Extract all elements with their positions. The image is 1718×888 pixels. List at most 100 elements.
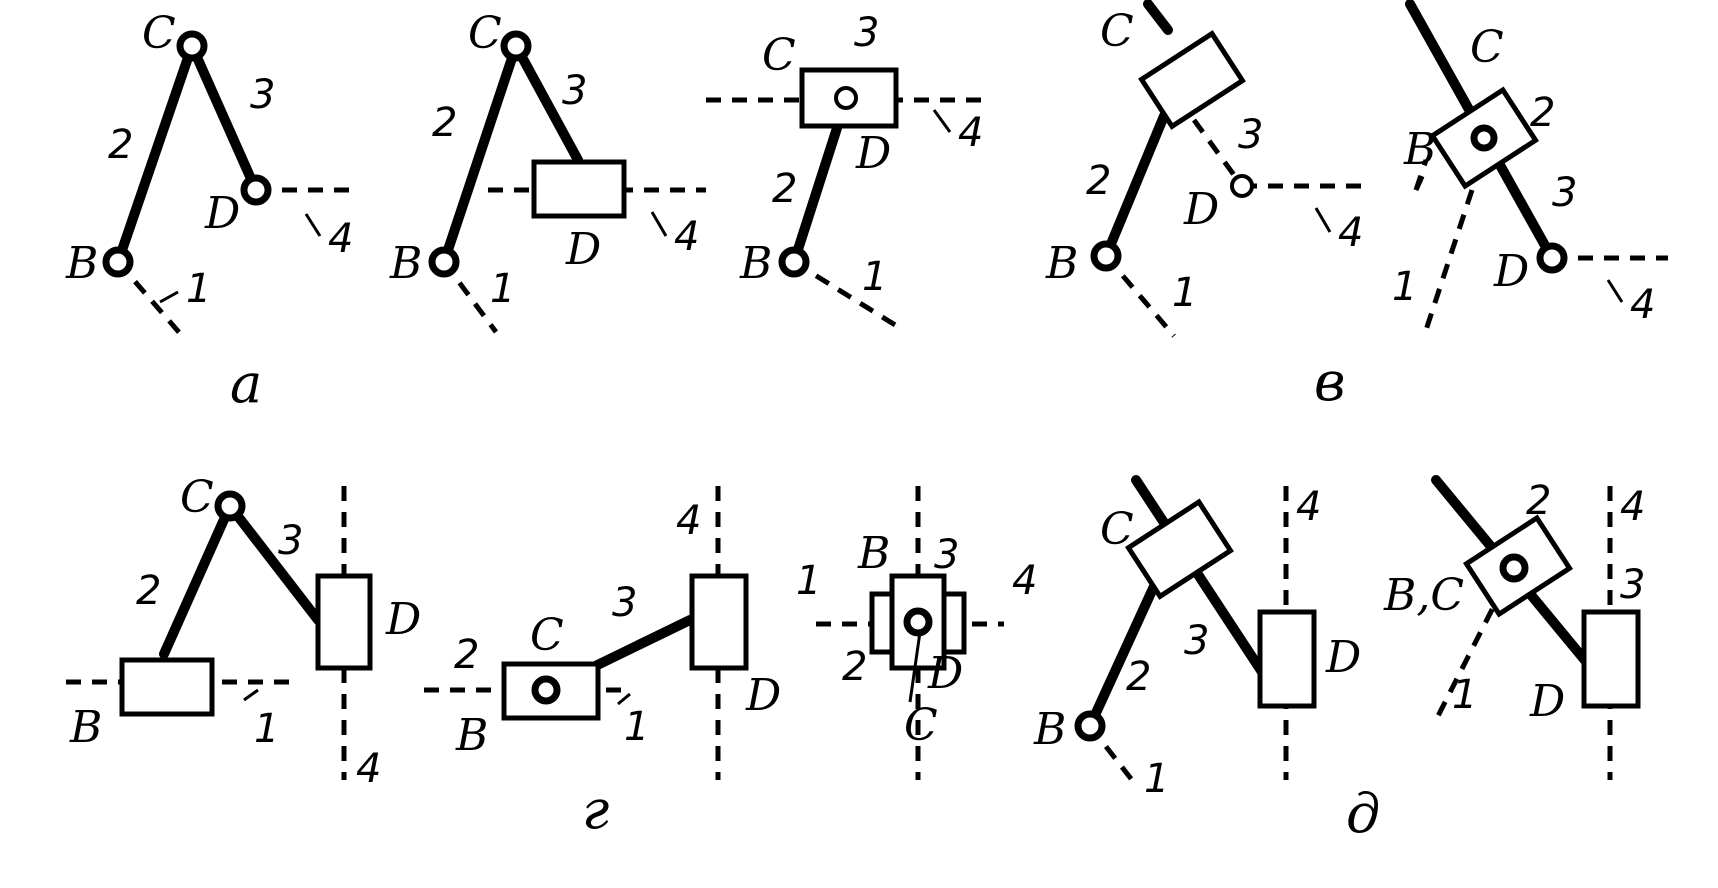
label-2: 2 <box>1526 478 1551 524</box>
panel-g-3: B D C 3 4 1 2 <box>796 486 1037 780</box>
link-2 <box>439 41 521 267</box>
joint-b <box>778 246 810 278</box>
joint-bc <box>1499 553 1529 583</box>
joint-c <box>176 30 208 62</box>
leader-c <box>908 631 922 703</box>
link-2 <box>113 41 197 267</box>
joint-c <box>903 607 933 637</box>
label-4: 4 <box>1338 210 1363 256</box>
label-b: B <box>1033 704 1066 755</box>
label-b: B <box>739 238 772 289</box>
label-d: D <box>927 648 963 699</box>
panel-g-1: C B D 2 3 1 4 <box>66 472 421 792</box>
label-2: 2 <box>1086 158 1111 204</box>
label-d: D <box>1529 676 1565 727</box>
label-b: B <box>455 710 488 761</box>
label-3: 3 <box>612 580 637 626</box>
label-c: C <box>1100 6 1134 57</box>
label-bc: B,C <box>1383 570 1464 621</box>
label-1: 1 <box>1392 264 1417 310</box>
panel-v-right: C B D 2 3 1 4 <box>1392 0 1668 331</box>
slider-c-group <box>1138 30 1246 130</box>
label-4: 4 <box>1620 484 1645 530</box>
leader-4 <box>304 213 322 237</box>
joint-b <box>1090 240 1122 272</box>
leader-4 <box>650 211 668 237</box>
label-c: C <box>1470 22 1504 73</box>
label-4: 4 <box>958 110 983 156</box>
label-1: 1 <box>1172 270 1197 316</box>
slider-3 <box>799 67 899 129</box>
link-3-top <box>1143 0 1173 35</box>
panel-d-left: C B D 2 3 4 1 <box>1033 475 1361 802</box>
label-3: 3 <box>854 10 879 56</box>
label-c: C <box>904 700 938 751</box>
joint-b <box>1470 124 1498 152</box>
label-1: 1 <box>1452 672 1477 718</box>
label-3: 3 <box>1620 562 1645 608</box>
joint-d <box>1536 242 1568 274</box>
leader-1 <box>243 688 259 702</box>
slider-c <box>1124 498 1234 600</box>
label-b: B <box>65 238 98 289</box>
label-1: 1 <box>1144 756 1169 802</box>
label-4: 4 <box>1630 282 1655 328</box>
joint-c <box>531 675 561 705</box>
label-c: C <box>180 472 214 523</box>
label-c: C <box>142 8 176 59</box>
label-1: 1 <box>186 266 211 312</box>
label-d: D <box>745 670 781 721</box>
label-2: 2 <box>136 568 161 614</box>
joint-b <box>428 246 460 278</box>
label-3: 3 <box>250 72 275 118</box>
label-2: 2 <box>772 166 797 212</box>
label-c: C <box>762 30 796 81</box>
label-4: 4 <box>328 216 353 262</box>
label-1: 1 <box>862 254 887 300</box>
label-4: 4 <box>1012 558 1037 604</box>
frame-link-1-dashed <box>1104 254 1176 338</box>
link-3 <box>225 501 323 625</box>
label-2: 2 <box>108 122 133 168</box>
slider-d <box>1581 609 1641 709</box>
label-d: D <box>565 224 601 275</box>
label-1: 1 <box>796 558 821 604</box>
label-4: 4 <box>1296 484 1321 530</box>
label-c: C <box>1100 504 1134 555</box>
label-2: 2 <box>842 644 867 690</box>
caption-v: в <box>1314 350 1345 413</box>
joint-c <box>500 30 532 62</box>
joint-d <box>240 174 272 206</box>
slider-c <box>1138 30 1246 130</box>
joint-b <box>102 246 134 278</box>
leader-1 <box>617 692 631 706</box>
caption-d: д <box>1346 782 1380 845</box>
slider-d <box>315 573 373 671</box>
panel-b-left: C B D 2 3 1 4 <box>389 8 706 334</box>
label-3: 3 <box>562 68 587 114</box>
label-1: 1 <box>254 706 279 752</box>
link-3 <box>511 41 583 165</box>
label-b: B <box>69 702 102 753</box>
label-1: 1 <box>624 704 649 750</box>
label-3: 3 <box>934 532 959 578</box>
leader-4 <box>1606 279 1624 303</box>
slider-c-group <box>1124 498 1234 600</box>
label-d: D <box>385 594 421 645</box>
panel-b-right: C B D 3 2 4 1 <box>706 10 990 331</box>
label-2: 2 <box>1126 654 1151 700</box>
label-2: 2 <box>1530 90 1555 136</box>
label-c: C <box>530 610 564 661</box>
label-2: 2 <box>454 632 479 678</box>
label-1: 1 <box>490 266 515 312</box>
label-d: D <box>204 188 240 239</box>
label-3: 3 <box>1552 170 1577 216</box>
frame-link-1-dashed <box>1423 189 1475 331</box>
leader-1 <box>159 290 179 304</box>
link-3 <box>1131 475 1267 677</box>
slider-d <box>531 159 627 219</box>
label-4: 4 <box>676 498 701 544</box>
joint-c <box>214 490 246 522</box>
frame-link-1-dashed <box>116 260 186 340</box>
